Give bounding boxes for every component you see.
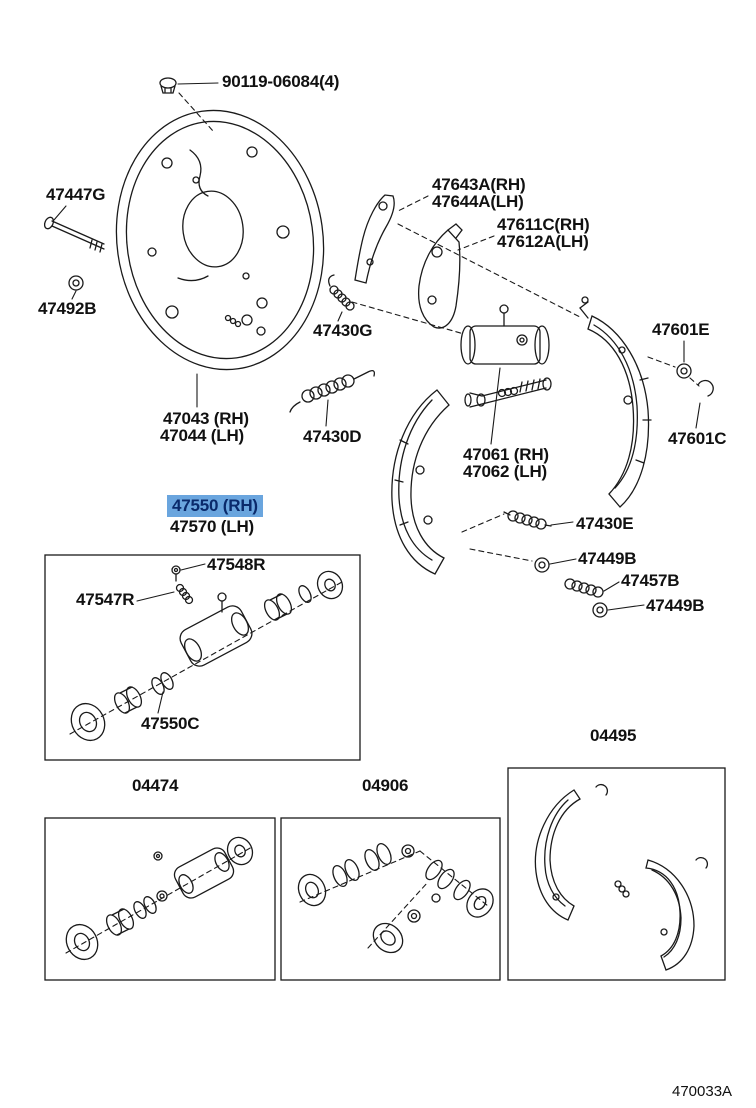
brake-shoe-front-drawing: [391, 389, 450, 575]
part-label-47430g[interactable]: 47430G: [313, 321, 373, 340]
cylinder-kit-box: [44, 554, 361, 761]
part-label-47043-rh[interactable]: 47043 (RH): [163, 409, 249, 428]
kit-label-04906[interactable]: 04906: [362, 776, 409, 795]
diagram-code: 470033A: [672, 1083, 733, 1100]
part-label-47062-lh[interactable]: 47062 (LH): [463, 462, 547, 481]
part-label-47611c-rh[interactable]: 47611C(RH): [497, 215, 590, 234]
part-label-47449b-lower[interactable]: 47449B: [646, 596, 705, 615]
kit-label-04474[interactable]: 04474: [132, 776, 179, 795]
kit-04474-box: [44, 817, 276, 981]
part-label-47550c[interactable]: 47550C: [141, 714, 200, 733]
part-label-47061-rh[interactable]: 47061 (RH): [463, 445, 549, 464]
kit-04495-drawing: [534, 783, 709, 971]
part-label-47612a-lh[interactable]: 47612A(LH): [497, 232, 589, 251]
part-label-47570-lh[interactable]: 47570 (LH): [170, 517, 254, 536]
part-label-47044-lh[interactable]: 47044 (LH): [160, 426, 244, 445]
part-label-47601e[interactable]: 47601E: [652, 320, 710, 339]
part-label-47457b[interactable]: 47457B: [621, 571, 680, 590]
pin-47447g-drawing: [43, 216, 105, 253]
washer-47492b-drawing: [68, 275, 84, 291]
part-label-47601c[interactable]: 47601C: [668, 429, 727, 448]
kit-04474-drawing: [65, 836, 254, 961]
part-label-47547r[interactable]: 47547R: [76, 590, 135, 609]
spring-47430e-drawing: [503, 510, 552, 530]
washer-47449b-lower-drawing: [592, 602, 608, 618]
washer-47449b-upper-drawing: [534, 557, 550, 573]
kit-label-04495[interactable]: 04495: [590, 726, 637, 745]
brake-shoe-rear-drawing: [579, 296, 652, 508]
ring-47601e-drawing: [676, 363, 692, 379]
spring-47457b-drawing: [564, 578, 604, 598]
kit-04906-drawing: [297, 843, 494, 954]
part-label-47644a-lh[interactable]: 47644A(LH): [432, 192, 524, 211]
part-label-47430e[interactable]: 47430E: [576, 514, 634, 533]
assembly-axis-lines: [65, 92, 700, 954]
part-label-90119-06084[interactable]: 90119-06084(4): [222, 72, 340, 91]
kit-04906-box: [280, 817, 501, 981]
part-label-47430d[interactable]: 47430D: [303, 427, 362, 446]
part-label-47643a-rh[interactable]: 47643A(RH): [432, 175, 526, 194]
lever-47611c-drawing: [417, 223, 463, 329]
part-label-47449b-upper[interactable]: 47449B: [578, 549, 637, 568]
mounting-bolt-icon: [159, 77, 177, 94]
cylinder-kit-47550-drawing: [70, 565, 344, 742]
lever-47643a-drawing: [354, 194, 395, 284]
leader-lines: [53, 82, 701, 714]
clip-47601c-drawing: [697, 379, 714, 397]
part-label-47492b[interactable]: 47492B: [38, 299, 97, 318]
wheel-cylinder-47061-drawing: [460, 304, 550, 365]
adjuster-shaft-drawing: [464, 377, 552, 408]
backing-plate-drawing: [115, 109, 325, 371]
part-label-47548r[interactable]: 47548R: [207, 555, 266, 574]
part-label-47550-rh-highlighted[interactable]: 47550 (RH): [167, 495, 263, 517]
spring-47430d-drawing: [289, 370, 376, 413]
part-label-47447g[interactable]: 47447G: [46, 185, 106, 204]
kit-04495-box: [507, 767, 726, 981]
spring-47430g-drawing: [328, 274, 355, 311]
